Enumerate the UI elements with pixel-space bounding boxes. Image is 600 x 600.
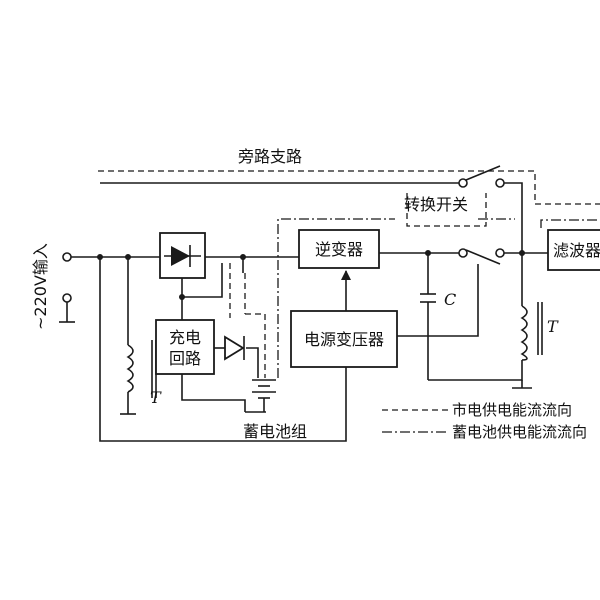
transfer-switch-label: 转换开关	[404, 195, 468, 214]
legend-mains-label: 市电供电能流流向	[452, 401, 572, 419]
wiring	[71, 165, 600, 442]
power-transformer-label: 电源变压器	[304, 330, 384, 349]
charging-circuit-label-1: 充电	[169, 328, 201, 347]
capacitor-label: C	[444, 290, 456, 309]
right-transformer-label: T	[547, 317, 559, 336]
inverter-label: 逆变器	[315, 240, 363, 259]
charging-circuit-block: 充电 回路	[155, 319, 215, 375]
charging-circuit-label-2: 回路	[169, 349, 201, 368]
legend: 市电供电能流流向 蓄电池供电能流流向	[382, 401, 587, 441]
right-transformer-coil	[520, 305, 528, 361]
terminals	[59, 178, 525, 323]
bypass-branch-label: 旁路支路	[238, 147, 302, 166]
battery-flow-path	[277, 218, 600, 378]
filter-label: 滤波器	[553, 241, 600, 260]
inverter-block: 逆变器	[298, 229, 380, 269]
power-transformer-block: 电源变压器	[290, 310, 398, 368]
left-transformer-label: T	[150, 388, 162, 407]
mains-flow-path	[98, 170, 600, 378]
filter-block: 滤波器	[547, 229, 600, 271]
input-terminal-neutral	[62, 293, 72, 303]
input-label: ~220V输入	[31, 243, 50, 330]
rectifier-block	[159, 232, 206, 279]
input-terminal-live	[62, 252, 72, 262]
left-transformer-coil	[126, 344, 134, 393]
legend-battery-label: 蓄电池供电能流流向	[452, 423, 587, 441]
diode-symbol	[224, 335, 245, 361]
battery-symbol	[252, 379, 276, 412]
battery-pack-label: 蓄电池组	[243, 422, 307, 441]
